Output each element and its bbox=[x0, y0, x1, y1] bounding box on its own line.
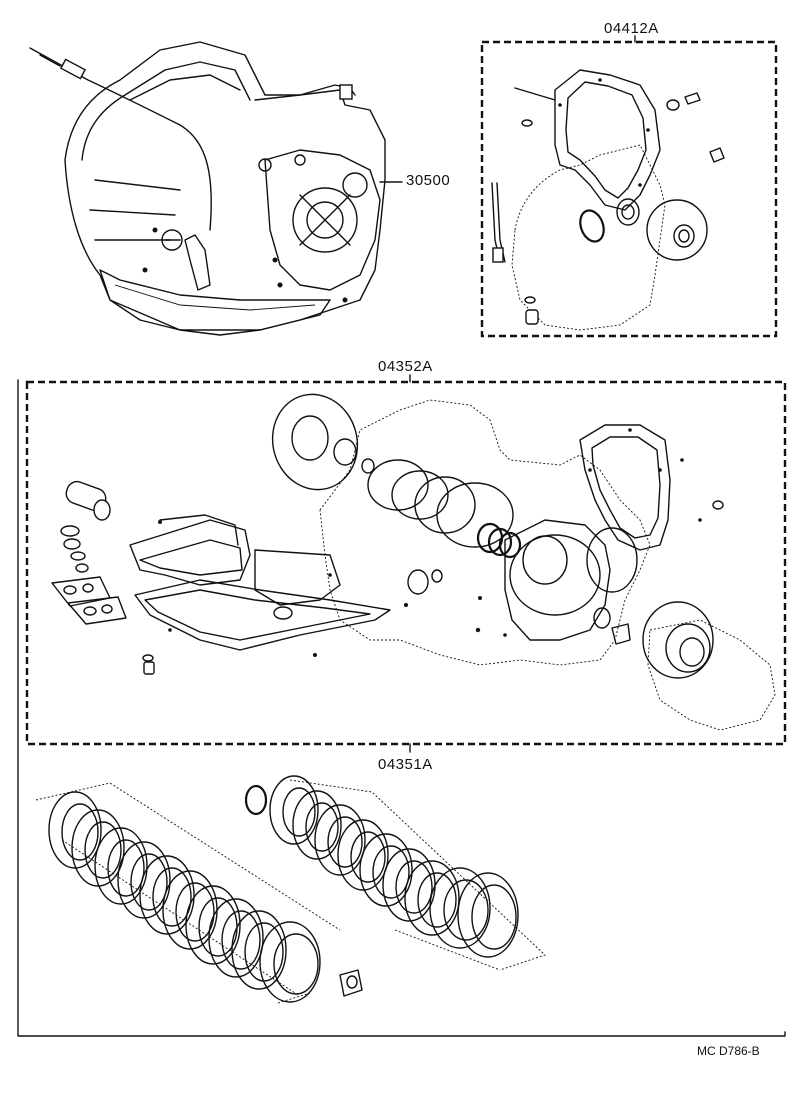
overhaul-kit-drawing bbox=[51, 393, 776, 731]
gasket-kit-drawing bbox=[491, 69, 725, 331]
left-clutch-disc-stack bbox=[48, 791, 363, 1003]
overhaul-kit-frame bbox=[25, 380, 787, 746]
diagram-reference-code: MC D786-B bbox=[697, 1044, 760, 1058]
right-clutch-disc-stack bbox=[244, 775, 519, 958]
gasket-kit-frame bbox=[480, 40, 778, 338]
transaxle-assembly-drawing bbox=[29, 41, 403, 336]
label-transaxle-assy: 30500 bbox=[406, 172, 451, 189]
label-overhaul-kit: 04352A bbox=[378, 358, 433, 375]
label-disc-kit: 04351A bbox=[378, 756, 433, 773]
label-gasket-kit: 04412A bbox=[604, 20, 659, 37]
disc-kit-drawing bbox=[35, 779, 546, 1004]
